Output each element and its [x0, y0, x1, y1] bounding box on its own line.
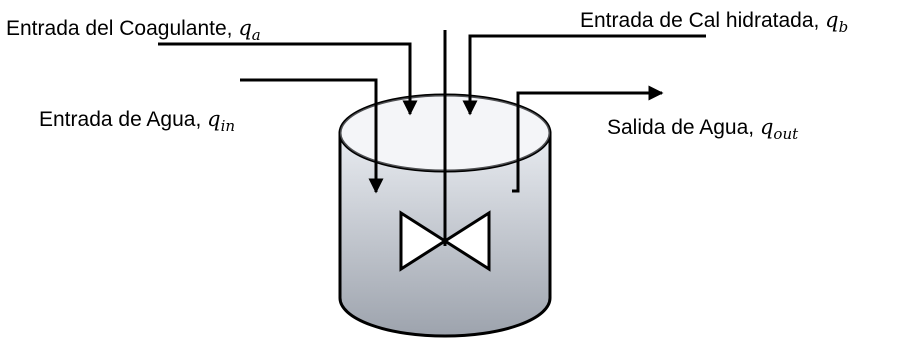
lime-inlet-pipe [462, 34, 706, 116]
label-water-out-sub: out [773, 125, 799, 143]
label-coagulant-text: Entrada del Coagulante, [6, 17, 233, 40]
label-water-in-sub: in [221, 117, 235, 135]
label-coagulant-var: q [238, 16, 251, 40]
label-water-in: Entrada de Agua, qin [39, 107, 235, 135]
label-lime-sub: b [839, 18, 849, 36]
label-coagulant: Entrada del Coagulante, qa [6, 16, 261, 44]
label-lime-var: q [825, 8, 838, 32]
agitator-impeller-icon [399, 210, 491, 272]
label-water-in-var: q [207, 107, 220, 131]
label-water-out-var: q [760, 115, 773, 139]
label-lime-text: Entrada de Cal hidratada, [580, 9, 819, 32]
label-coagulant-sub: a [252, 26, 261, 44]
label-water-in-text: Entrada de Agua, [39, 108, 201, 131]
label-water-out-text: Salida de Agua, [607, 116, 754, 139]
water-inlet-pipe [240, 78, 384, 194]
coagulant-inlet-pipe [158, 42, 418, 116]
label-lime: Entrada de Cal hidratada, qb [580, 8, 848, 36]
label-water-out: Salida de Agua, qout [607, 115, 799, 143]
water-outlet-pipe [512, 85, 664, 193]
